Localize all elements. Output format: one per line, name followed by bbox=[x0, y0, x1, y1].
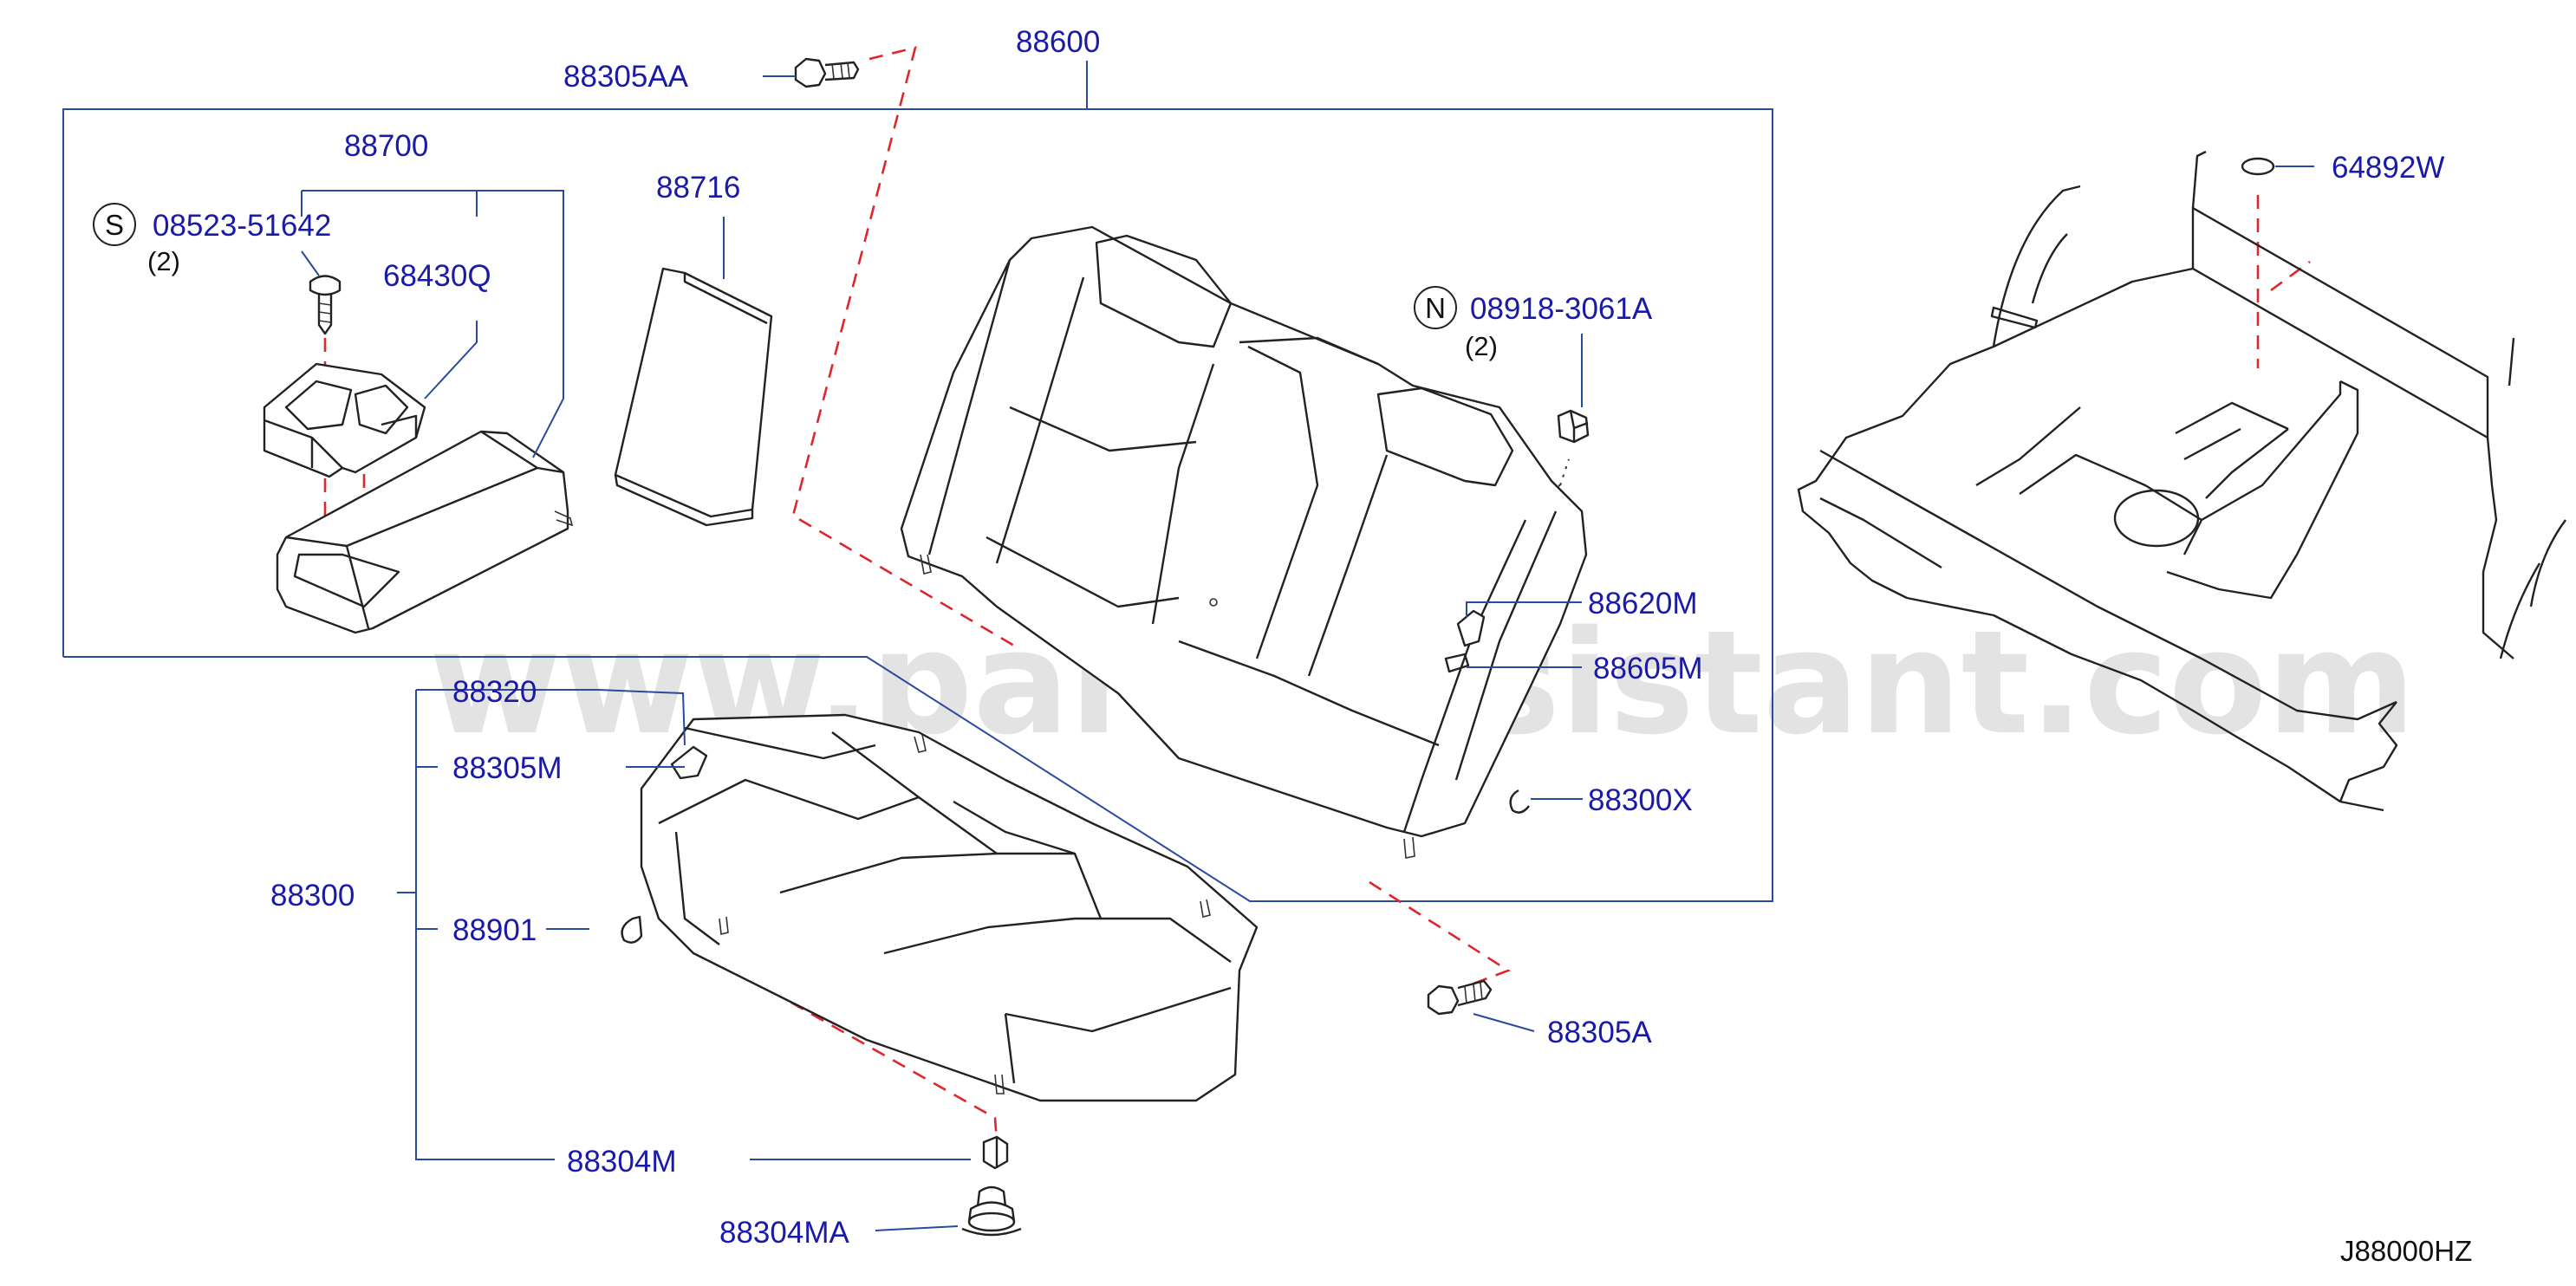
label-68430Q[interactable]: 68430Q bbox=[383, 259, 491, 293]
diagram-code: J88000HZ bbox=[2340, 1235, 2472, 1267]
plate-88716 bbox=[614, 267, 773, 527]
screw-08523-51642 bbox=[309, 275, 342, 335]
clip-88320 bbox=[670, 745, 708, 780]
svg-text:N: N bbox=[1425, 292, 1446, 324]
label-88304MA[interactable]: 88304MA bbox=[719, 1216, 849, 1250]
cup-holder-68430Q bbox=[263, 362, 426, 478]
armrest-88700 bbox=[276, 430, 574, 634]
label-88716[interactable]: 88716 bbox=[656, 171, 740, 205]
qty-08523-51642: (2) bbox=[147, 246, 180, 276]
leader-lines bbox=[301, 75, 2314, 1231]
label-88605M[interactable]: 88605M bbox=[1593, 652, 1702, 685]
label-88305AA[interactable]: 88305AA bbox=[563, 60, 689, 94]
nut-08918-3061A bbox=[1557, 409, 1590, 444]
frame-88600 bbox=[62, 61, 1773, 902]
label-88600[interactable]: 88600 bbox=[1016, 25, 1100, 59]
vehicle-body-floor bbox=[1797, 150, 2566, 812]
label-88305A[interactable]: 88305A bbox=[1547, 1016, 1652, 1049]
label-88304M[interactable]: 88304M bbox=[567, 1145, 676, 1179]
label-88305M[interactable]: 88305M bbox=[452, 751, 562, 785]
clip-88304M bbox=[982, 1135, 1009, 1170]
label-88901[interactable]: 88901 bbox=[452, 913, 537, 947]
plug-64892W bbox=[2241, 157, 2275, 176]
seat-cushion-88300 bbox=[640, 713, 1259, 1102]
ring-88300X bbox=[1509, 789, 1530, 814]
label-88300[interactable]: 88300 bbox=[270, 879, 355, 913]
ring-88901 bbox=[621, 915, 643, 944]
grommet-88304MA bbox=[961, 1185, 1022, 1237]
screw-symbol: S bbox=[93, 203, 136, 246]
seat-back-88600 bbox=[900, 225, 1588, 859]
svg-text:S: S bbox=[105, 209, 124, 241]
label-08918-3061A[interactable]: 08918-3061A bbox=[1470, 292, 1653, 326]
clip-88620M bbox=[1456, 609, 1486, 647]
label-88700[interactable]: 88700 bbox=[344, 129, 428, 163]
nut-symbol: N bbox=[1414, 286, 1457, 329]
label-08523-51642[interactable]: 08523-51642 bbox=[153, 209, 331, 243]
label-88300X[interactable]: 88300X bbox=[1588, 783, 1693, 817]
label-64892W[interactable]: 64892W bbox=[2332, 151, 2444, 185]
label-88620M[interactable]: 88620M bbox=[1588, 587, 1697, 620]
bolt-88305A bbox=[1427, 979, 1493, 1016]
label-88320[interactable]: 88320 bbox=[452, 675, 537, 709]
bolt-88305AA bbox=[794, 57, 860, 88]
clip-88605M bbox=[1444, 653, 1470, 673]
qty-08918-3061A: (2) bbox=[1465, 331, 1498, 361]
